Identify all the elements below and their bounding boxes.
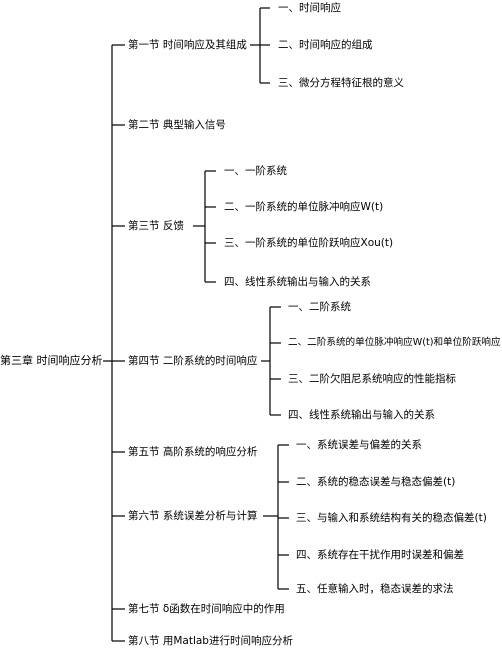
section-8-label: 第八节 用Matlab进行时间响应分析	[128, 635, 293, 647]
section-6-item-4: 四、系统存在干扰作用时误差和偏差	[296, 549, 464, 561]
section-7-label: 第七节 δ函数在时间响应中的作用	[128, 603, 285, 615]
section-1-item-2: 二、时间响应的组成	[278, 39, 373, 51]
section-4-item-3: 三、二阶欠阻尼系统响应的性能指标	[288, 373, 456, 385]
section-6-item-2: 二、系统的稳态误差与稳态偏差(t)	[296, 476, 456, 488]
section-4-label: 第四节 二阶系统的时间响应	[128, 355, 258, 367]
section-6-label: 第六节 系统误差分析与计算	[128, 510, 258, 522]
section-6-item-3: 三、与输入和系统结构有关的稳态偏差(t)	[296, 512, 487, 524]
section-6-item-5: 五、任意输入时，稳态误差的求法	[296, 583, 454, 595]
section-6-item-1: 一、系统误差与偏差的关系	[296, 439, 422, 451]
section-3-label: 第三节 反馈	[128, 220, 184, 232]
section-2-label: 第二节 典型输入信号	[128, 119, 226, 131]
section-4-item-4: 四、线性系统输出与输入的关系	[288, 409, 435, 421]
section-1-item-3: 三、微分方程特征根的意义	[278, 77, 404, 89]
section-4-item-2: 二、二阶系统的单位脉冲响应W(t)和单位阶跃响应	[288, 337, 501, 348]
chapter-title: 第三章 时间响应分析	[0, 354, 103, 367]
section-3-item-2: 二、一阶系统的单位脉冲响应W(t)	[224, 201, 384, 213]
section-3-item-3: 三、一阶系统的单位阶跃响应Xou(t)	[224, 237, 394, 249]
section-4-item-1: 一、二阶系统	[288, 301, 351, 313]
section-1-item-1: 一、时间响应	[278, 2, 341, 14]
section-5-label: 第五节 高阶系统的响应分析	[128, 446, 258, 458]
section-3-item-4: 四、线性系统输出与输入的关系	[224, 276, 371, 288]
section-1-label: 第一节 时间响应及其组成	[128, 39, 247, 51]
section-3-item-1: 一、一阶系统	[224, 165, 287, 177]
